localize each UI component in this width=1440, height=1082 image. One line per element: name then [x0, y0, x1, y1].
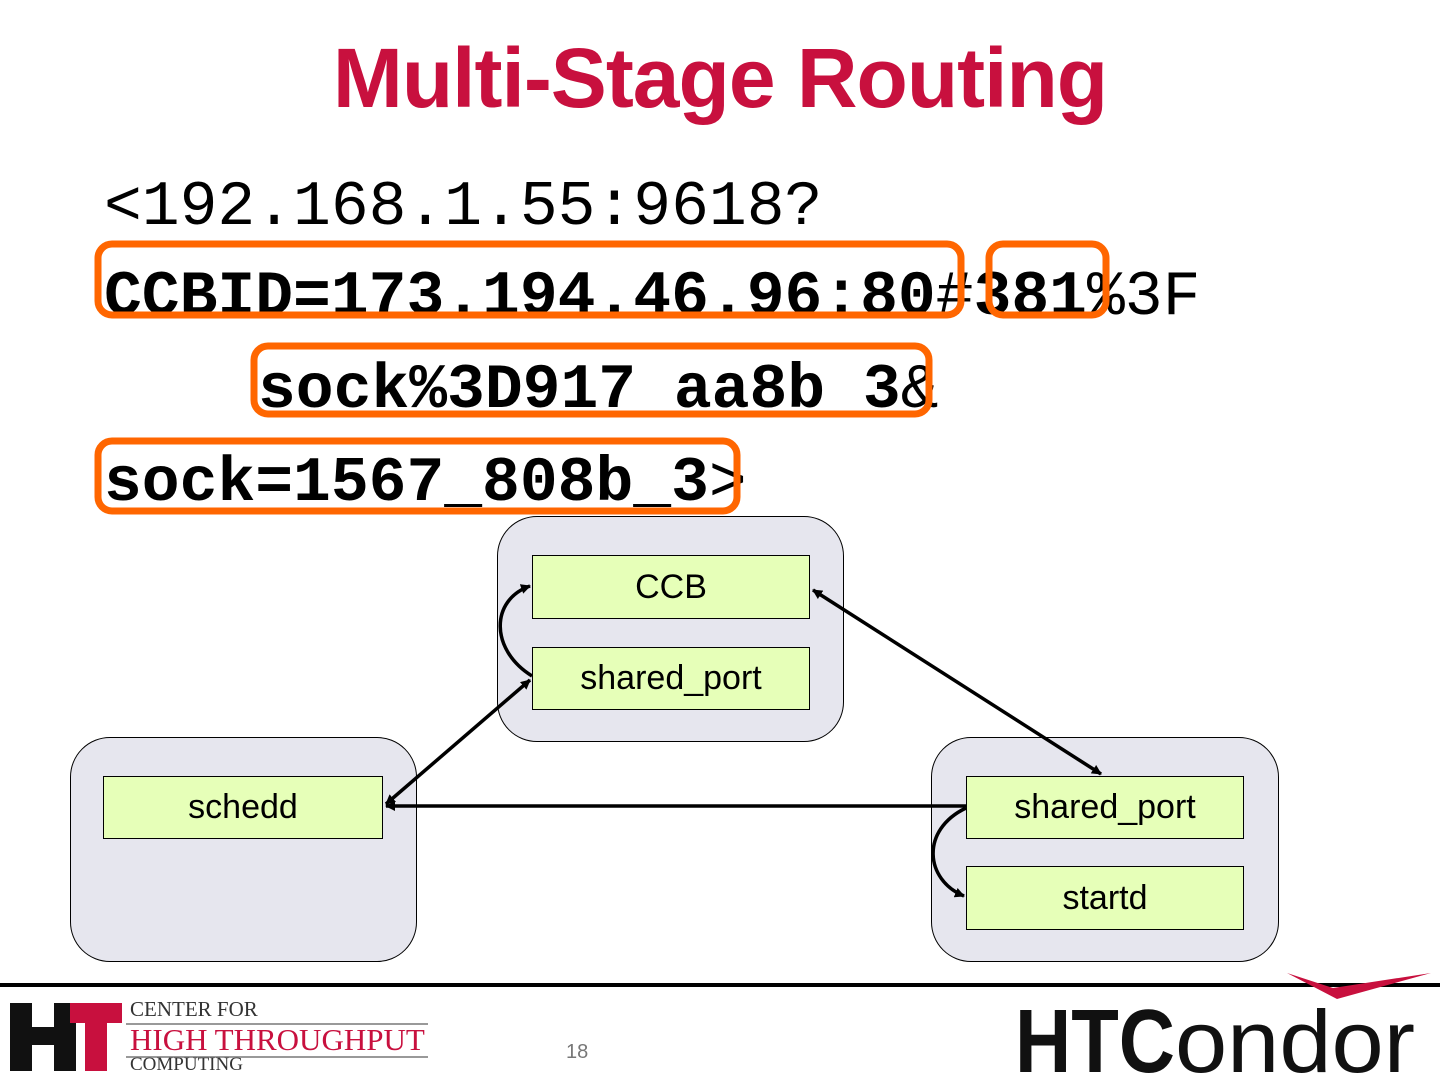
footer-rule — [0, 983, 1440, 987]
highlight-ccbid — [94, 240, 965, 319]
highlight-outer-sock — [94, 437, 741, 515]
chtc-logo: CENTER FOR HIGH THROUGHPUT COMPUTING — [8, 997, 428, 1075]
schedd-box: schedd — [103, 776, 383, 839]
svg-text:HTC: HTC — [1015, 992, 1175, 1077]
highlight-inner-sock — [250, 342, 933, 418]
highlight-ccb-id — [985, 240, 1110, 319]
address-line-4: sock=1567_808b_3> — [104, 452, 747, 515]
htcondor-logo: HTC ondor — [1015, 972, 1435, 1082]
slide-title: Multi-Stage Routing — [332, 31, 1108, 125]
arrow-ccb-startd-port — [812, 588, 1102, 776]
host-schedd — [70, 737, 417, 962]
htcondor-logo-icon: HTC ondor — [1015, 973, 1431, 1082]
ccb-shared-port-box: shared_port — [532, 647, 810, 710]
startd-box: startd — [966, 866, 1244, 930]
ccb-box: CCB — [532, 555, 810, 619]
ht-mark-icon — [10, 1003, 122, 1071]
condor-check-icon — [1287, 973, 1431, 999]
arrow-port-to-ccb — [498, 584, 533, 678]
page-number: 18 — [566, 1041, 589, 1063]
chtc-line-3: COMPUTING — [130, 1054, 243, 1075]
arrow-ccbport-schedd — [384, 678, 532, 806]
arrow-port-to-startd — [931, 806, 967, 898]
chtc-line-1: CENTER FOR — [130, 997, 258, 1021]
address-line-1: <192.168.1.55:9618? — [104, 172, 823, 243]
chtc-line-2: HIGH THROUGHPUT — [130, 1022, 425, 1057]
startd-shared-port-box: shared_port — [966, 776, 1244, 839]
outer-sock-text: sock=1567_808b_3 — [104, 448, 709, 519]
svg-text:ondor: ondor — [1175, 992, 1415, 1077]
